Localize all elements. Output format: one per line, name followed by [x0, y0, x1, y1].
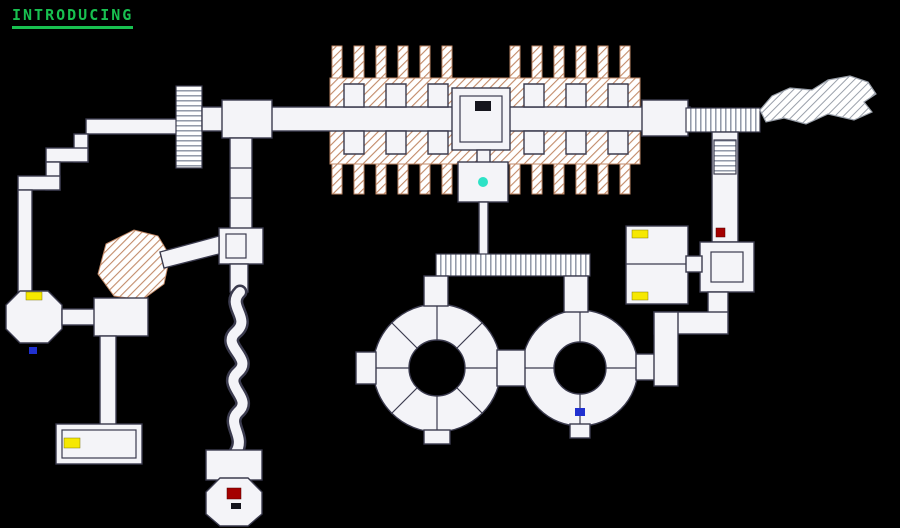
- junction-room: [221, 99, 273, 139]
- door-ticks: [230, 167, 252, 199]
- corridor-segment: [355, 351, 377, 385]
- red-marker: [226, 487, 242, 500]
- corridor-segment: [85, 118, 179, 135]
- stair-strip-vertical: [175, 85, 203, 169]
- corridor-segment: [229, 137, 253, 231]
- mid-west-room: [93, 297, 149, 337]
- square-room-inner: [225, 233, 247, 259]
- central-chamber-inner: [459, 95, 503, 143]
- east-complex: [625, 99, 761, 387]
- blue-marker: [29, 347, 37, 354]
- south-octagon-room: [205, 477, 263, 527]
- teal-orb-marker: [478, 177, 488, 187]
- west-octagon-room: [5, 290, 63, 344]
- yellow-key-marker: [631, 291, 649, 301]
- east-blob-cave: [759, 75, 877, 125]
- fortress-rooms: [343, 83, 629, 259]
- main-corridor: [201, 106, 691, 132]
- yellow-key-marker: [25, 291, 43, 301]
- hatched-cave-room: [97, 229, 171, 301]
- west-stair-corridors: [17, 118, 179, 293]
- central-chamber: [451, 87, 511, 151]
- small-door-bar: [231, 503, 241, 509]
- south-cave: [205, 284, 263, 527]
- corridor-segment: [423, 429, 451, 445]
- left-circle-core: [408, 339, 466, 397]
- west-complex: [5, 99, 273, 465]
- circle-link-room: [496, 349, 526, 387]
- diagonal-connector: [159, 235, 220, 269]
- stair-corridor-horizontal: [435, 253, 591, 277]
- east-square-room-inner: [710, 251, 744, 283]
- corridor-segment: [563, 275, 589, 313]
- fortress-teeth-top: [331, 45, 631, 81]
- corridor-segment: [423, 275, 449, 307]
- yellow-key-marker: [63, 437, 81, 449]
- east-top-room: [641, 99, 689, 137]
- fortress-teeth-bottom: [331, 163, 631, 195]
- corridor-segment: [17, 189, 33, 293]
- southwest-room-inner: [61, 429, 137, 459]
- corridor-segment: [61, 308, 97, 326]
- circular-rooms: [355, 253, 659, 445]
- red-square-marker: [715, 227, 726, 238]
- central-door-bar: [475, 101, 491, 111]
- east-key-room: [625, 225, 689, 305]
- cave-antechamber: [205, 449, 263, 481]
- corridor-segment: [685, 255, 703, 273]
- cave-corridor: [226, 287, 248, 457]
- corridor-segment: [45, 147, 89, 163]
- side-rooms: [343, 83, 629, 155]
- right-circle-core: [553, 341, 607, 395]
- stair-strip-horizontal: [685, 107, 761, 133]
- blue-marker: [575, 408, 585, 416]
- left-circle-spokes: [373, 304, 501, 432]
- thin-connector: [478, 201, 489, 259]
- corridor-segment: [17, 175, 61, 191]
- stair-overlay: [713, 139, 737, 175]
- east-square-room: [699, 241, 755, 293]
- corridor-segment: [653, 311, 679, 387]
- yellow-key-marker: [631, 229, 649, 239]
- map-title: INTRODUCING: [12, 6, 134, 29]
- corridor-segment: [99, 335, 117, 427]
- corridor-segment: [569, 423, 591, 439]
